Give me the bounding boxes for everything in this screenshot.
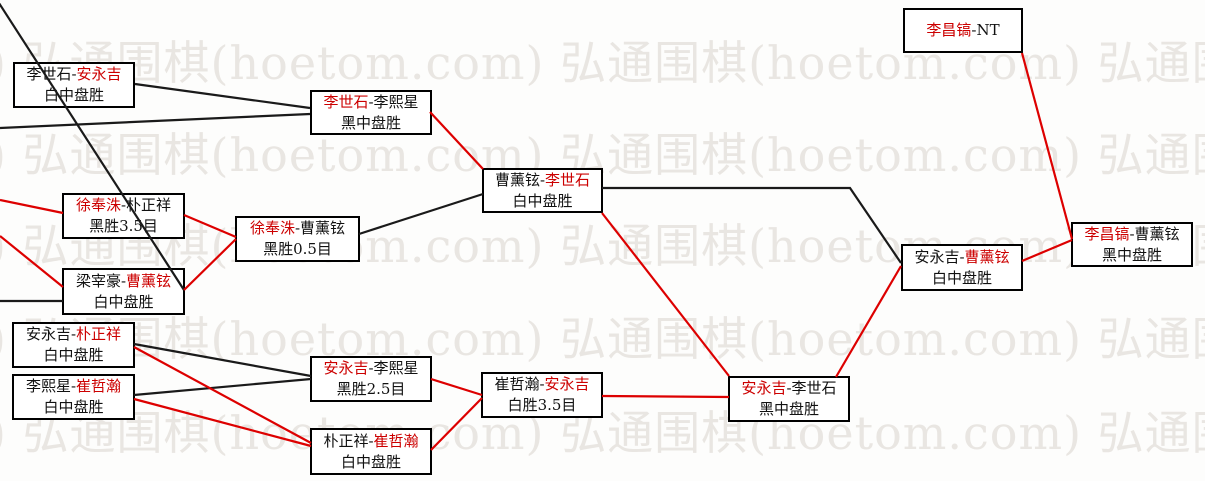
match-players: 安永吉-朴正祥 — [26, 324, 121, 345]
player-name: 朴正祥 — [323, 431, 369, 450]
match-node-lxx-czh: 李熙星-崔哲瀚白中盘胜 — [12, 374, 135, 420]
match-players: 徐奉洙-曹薰铉 — [250, 218, 345, 239]
match-players: 梁宰豪-曹薰铉 — [76, 271, 171, 292]
match-result: 白中盘胜 — [931, 268, 992, 287]
match-result: 白中盘胜 — [43, 346, 104, 364]
match-players: 曹薰铉-李世石 — [495, 170, 590, 191]
player-name: 李昌镐 — [1084, 224, 1130, 243]
player-name: 李世石 — [26, 65, 72, 83]
match-node-lzh-cxx: 梁宰豪-曹薰铉白中盘胜 — [62, 268, 185, 315]
match-node-pzx-czh: 朴正祥-崔哲瀚白中盘胜 — [310, 428, 432, 475]
player-name: 安永吉 — [544, 375, 590, 393]
match-node-lss-lxx: 李世石-李熙星黑中盘胜 — [310, 90, 432, 135]
match-result: 白中盘胜 — [43, 86, 104, 104]
player-name: 曹薰铉 — [964, 247, 1010, 266]
vs-dash: - — [368, 431, 374, 450]
vs-dash: - — [539, 170, 546, 189]
match-players: 李昌镐-曹薰铉 — [1084, 224, 1179, 245]
watermark-text: 弘通围棋(hoetom.com) 弘通围棋(hoetom.com) 弘通围棋(h… — [0, 312, 1205, 366]
vs-dash: - — [786, 379, 792, 397]
player-name: NT — [976, 21, 1000, 39]
watermark-text: 弘通围棋(hoetom.com) 弘通围棋(hoetom.com) 弘通围棋(h… — [0, 36, 1205, 90]
player-name: 曹薰铉 — [126, 271, 172, 290]
player-name: 曹薰铉 — [300, 219, 346, 237]
match-result: 黑中盘胜 — [758, 400, 819, 418]
vs-dash: - — [959, 247, 965, 266]
match-result: 白中盘胜 — [93, 292, 154, 311]
match-node-lss-ayj: 李世石-安永吉白中盘胜 — [13, 62, 135, 108]
match-node-xfz-cxx: 徐奉洙-曹薰铉黑胜0.5目 — [235, 216, 360, 262]
player-name: 崔哲瀚 — [76, 377, 122, 395]
match-players: 李世石-李熙星 — [323, 92, 418, 113]
vs-dash: - — [70, 325, 77, 343]
match-result: 白胜3.5目 — [507, 396, 577, 414]
match-result: 白中盘胜 — [43, 398, 104, 416]
player-name: 李熙星 — [373, 92, 419, 111]
player-name: 李世石 — [791, 379, 837, 397]
match-node-ayj-cxx: 安永吉-曹薰铉白中盘胜 — [901, 244, 1023, 291]
bracket-edge-czh-ayj-ayj-lss — [601, 394, 730, 399]
player-name: 安永吉 — [25, 325, 71, 343]
match-result: 黑胜0.5目 — [263, 240, 332, 258]
vs-dash: - — [1129, 224, 1135, 243]
match-players: 崔哲瀚-安永吉 — [494, 374, 589, 395]
match-result: 白中盘胜 — [340, 452, 401, 471]
match-players: 朴正祥-崔哲瀚 — [323, 431, 418, 452]
player-name: 李世石 — [323, 92, 369, 111]
player-name: 曹薰铉 — [494, 170, 540, 189]
match-node-ayj-pzx: 安永吉-朴正祥白中盘胜 — [12, 322, 135, 368]
match-result: 黑胜3.5目 — [89, 217, 158, 235]
player-name: 李熙星 — [373, 359, 419, 377]
match-node-cxx-lss: 曹薰铉-李世石白中盘胜 — [482, 168, 603, 213]
vs-dash: - — [539, 375, 545, 393]
match-players: 安永吉-曹薰铉 — [914, 247, 1009, 268]
vs-dash: - — [368, 92, 374, 111]
vs-dash: - — [971, 21, 977, 39]
vs-dash: - — [70, 377, 77, 395]
player-name: 崔哲瀚 — [494, 375, 540, 393]
vs-dash: - — [368, 359, 374, 377]
match-players: 李熙星-崔哲瀚 — [26, 376, 121, 397]
player-name: 安永吉 — [323, 359, 369, 377]
player-name: 朴正祥 — [76, 325, 122, 343]
player-name: 李世石 — [545, 170, 591, 189]
match-node-xfz-pzx: 徐奉洙-朴正祥黑胜3.5目 — [62, 193, 185, 239]
player-name: 曹薰铉 — [1134, 224, 1180, 243]
match-node-lch-cxx: 李昌镐-曹薰铉黑中盘胜 — [1071, 222, 1193, 267]
player-name: 徐奉洙 — [75, 196, 121, 214]
bracket-edge-ayj-lxx-czh-ayj — [430, 377, 483, 397]
match-players: 李昌镐-NT — [926, 20, 999, 41]
bracket-edge-offscreen-left-a-lss-lxx — [0, 112, 311, 130]
match-node-ayj-lss: 安永吉-李世石黑中盘胜 — [728, 376, 850, 422]
player-name: 李熙星 — [25, 377, 71, 395]
match-result: 黑胜2.5目 — [336, 380, 406, 398]
player-name: 安永吉 — [914, 247, 960, 266]
match-node-lch-nt: 李昌镐-NT — [903, 8, 1023, 53]
vs-dash: - — [294, 219, 301, 237]
match-players: 安永吉-李世石 — [741, 378, 836, 399]
player-name: 梁宰豪 — [75, 271, 121, 290]
match-result: 黑中盘胜 — [1101, 245, 1162, 264]
player-name: 徐奉洙 — [249, 219, 295, 237]
player-name: 崔哲瀚 — [373, 431, 419, 450]
player-name: 朴正祥 — [126, 196, 172, 214]
bracket-edge-lxx-czh-ayj-lxx — [133, 377, 312, 397]
player-name: 安永吉 — [76, 65, 122, 83]
match-node-czh-ayj: 崔哲瀚-安永吉白胜3.5目 — [481, 372, 603, 418]
match-node-ayj-lxx: 安永吉-李熙星黑胜2.5目 — [310, 356, 432, 402]
match-players: 李世石-安永吉 — [26, 64, 121, 85]
match-result: 白中盘胜 — [512, 191, 573, 210]
player-name: 安永吉 — [741, 379, 787, 397]
match-result: 黑中盘胜 — [340, 113, 401, 132]
match-players: 安永吉-李熙星 — [323, 358, 418, 379]
bracket-edge-offscreen-left-b-xfz-pzx — [0, 198, 64, 215]
match-players: 徐奉洙-朴正祥 — [76, 195, 171, 216]
player-name: 李昌镐 — [926, 21, 972, 39]
